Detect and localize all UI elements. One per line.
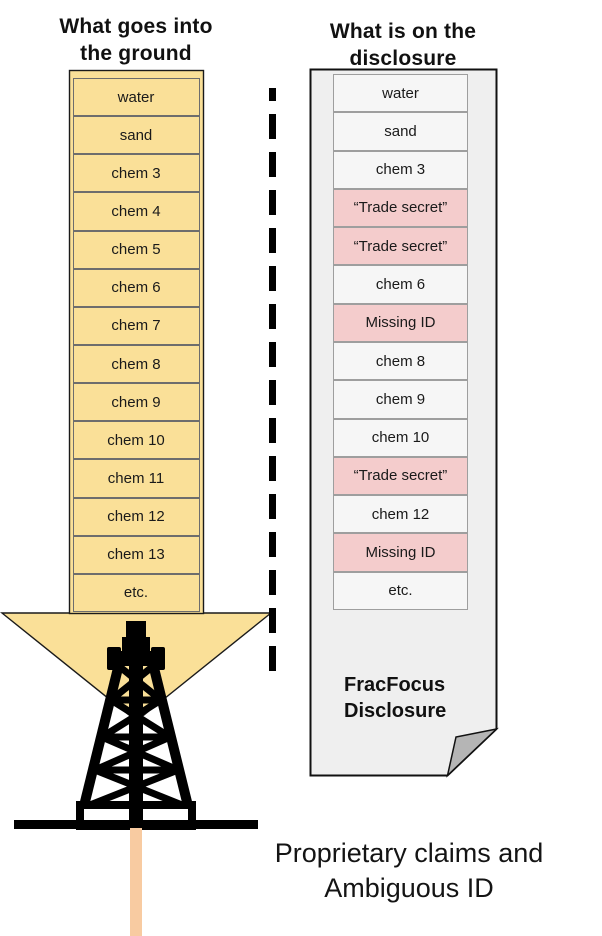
- list-item: sand: [72, 116, 200, 155]
- list-item: chem 4: [72, 192, 200, 231]
- list-item: chem 3: [333, 150, 468, 189]
- list-item: chem 10: [72, 421, 200, 460]
- list-item: water: [72, 78, 200, 117]
- ground-line: [14, 820, 258, 829]
- document-label: FracFocus Disclosure: [344, 674, 447, 722]
- left-column-title: What goes into the ground: [59, 15, 213, 65]
- list-item: chem 8: [72, 344, 200, 384]
- oil-derrick-icon: [76, 621, 196, 830]
- list-item: chem 12: [72, 497, 200, 536]
- list-item: Missing ID: [333, 533, 468, 572]
- list-item: chem 12: [333, 495, 468, 534]
- list-item: chem 6: [72, 268, 200, 307]
- bottom-caption: Proprietary claims and Ambiguous ID: [274, 838, 544, 903]
- list-item: etc.: [72, 573, 200, 612]
- list-item: etc.: [333, 571, 468, 610]
- list-item: water: [333, 74, 468, 113]
- list-item: chem 8: [333, 341, 468, 381]
- list-item: chem 13: [72, 535, 200, 574]
- list-item: chem 7: [72, 306, 200, 345]
- right-column-title: What is on the disclosure: [329, 20, 477, 70]
- list-item: chem 9: [72, 383, 200, 422]
- list-item: chem 10: [333, 418, 468, 457]
- well-bore-line: [130, 828, 142, 936]
- list-item: chem 9: [333, 380, 468, 419]
- list-item: chem 3: [72, 154, 200, 193]
- list-item: chem 5: [72, 230, 200, 269]
- list-item: chem 11: [72, 459, 200, 498]
- list-item: “Trade secret”: [333, 227, 468, 266]
- list-item: Missing ID: [333, 303, 468, 342]
- list-item: chem 6: [333, 265, 468, 304]
- list-item: “Trade secret”: [333, 188, 468, 228]
- list-item: sand: [333, 112, 468, 151]
- list-item: “Trade secret”: [333, 456, 468, 496]
